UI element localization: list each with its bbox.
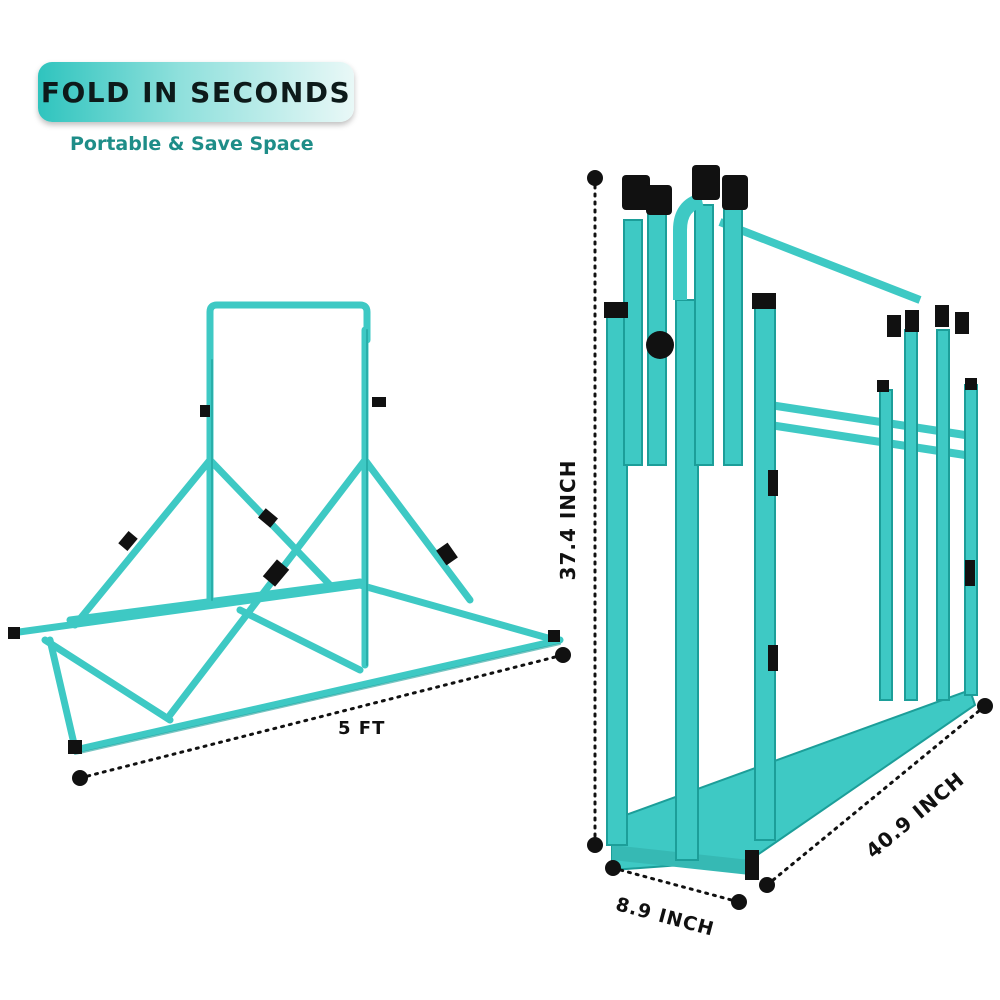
dimension-endpoints (72, 170, 993, 910)
subtitle-text: Portable & Save Space (70, 133, 314, 155)
height-label: 37.4 INCH (556, 459, 580, 581)
length-label: 5 FT (338, 718, 386, 739)
headline-banner: FOLD IN SECONDS (38, 62, 354, 122)
unfolded-bar (8, 301, 564, 755)
folded-bar (604, 165, 978, 880)
dimension-lines (78, 176, 987, 904)
headline-text: FOLD IN SECONDS (40, 75, 352, 109)
